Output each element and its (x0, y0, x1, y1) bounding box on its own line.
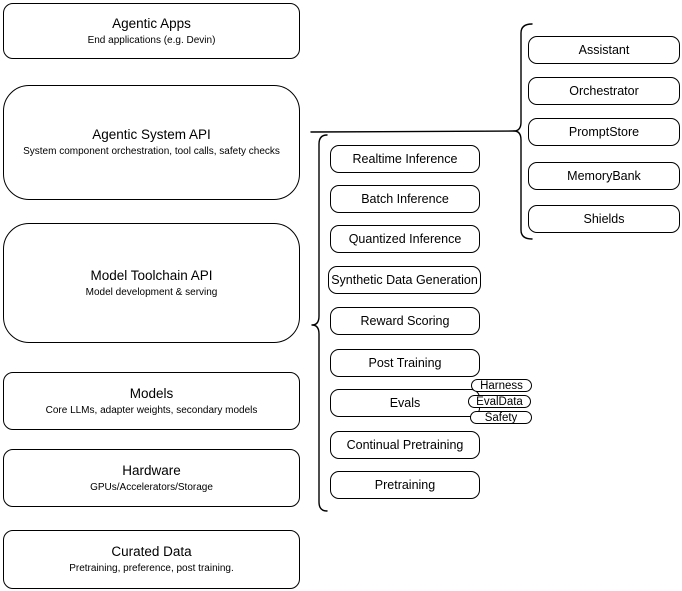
curated-data-subtitle: Pretraining, preference, post training. (69, 563, 234, 574)
node-memorybank-label: MemoryBank (567, 169, 641, 183)
agentic-system-api-title: Agentic System API (92, 127, 211, 142)
node-continual-pretraining-label: Continual Pretraining (346, 438, 464, 452)
node-realtime-inference-label: Realtime Inference (352, 152, 458, 166)
node-batch-inference-label: Batch Inference (361, 192, 449, 206)
node-assistant: Assistant (528, 36, 680, 64)
hardware-title: Hardware (122, 462, 181, 478)
node-pretraining: Pretraining (330, 471, 480, 499)
toolchain-group-brace (311, 134, 328, 512)
tag-evaldata-label: EvalData (476, 395, 523, 408)
node-orchestrator-label: Orchestrator (569, 84, 639, 98)
node-reward-scoring: Reward Scoring (330, 307, 480, 335)
node-quantized-inference-label: Quantized Inference (348, 232, 462, 246)
node-promptstore: PromptStore (528, 118, 680, 146)
node-shields-label: Shields (583, 212, 625, 226)
node-assistant-label: Assistant (578, 43, 630, 57)
model-toolchain-api-subtitle: Model development & serving (85, 286, 218, 298)
tag-safety: Safety (470, 411, 532, 424)
model-toolchain-api-title: Model Toolchain API (90, 267, 213, 283)
agentic-apps-node: Agentic Apps End applications (e.g. Devi… (3, 3, 300, 59)
agentic-apps-subtitle: End applications (e.g. Devin) (87, 34, 216, 46)
node-quantized-inference: Quantized Inference (330, 225, 480, 253)
models-node: Models Core LLMs, adapter weights, secon… (3, 372, 300, 430)
node-synthetic-data-generation-label: Synthetic Data Generation (331, 273, 478, 287)
node-realtime-inference: Realtime Inference (330, 145, 480, 173)
hardware-node: Hardware GPUs/Accelerators/Storage (3, 449, 300, 507)
curated-data-title: Curated Data (111, 544, 192, 559)
node-synthetic-data-generation: Synthetic Data Generation (328, 266, 481, 294)
node-reward-scoring-label: Reward Scoring (360, 314, 450, 328)
curated-data-node: Curated Data Pretraining, preference, po… (3, 530, 300, 589)
node-orchestrator: Orchestrator (528, 77, 680, 105)
node-evals: Evals (330, 389, 480, 417)
agentic-system-api-subtitle: System component orchestration, tool cal… (23, 146, 280, 157)
models-subtitle: Core LLMs, adapter weights, secondary mo… (45, 404, 258, 416)
hardware-subtitle: GPUs/Accelerators/Storage (90, 481, 213, 493)
agentic-system-api-node: Agentic System API System component orch… (3, 85, 300, 200)
node-continual-pretraining: Continual Pretraining (330, 431, 480, 459)
connector-system-api-to-components (310, 130, 515, 133)
agentic-apps-title: Agentic Apps (112, 15, 191, 31)
node-post-training-label: Post Training (368, 356, 442, 370)
node-pretraining-label: Pretraining (374, 478, 436, 492)
node-memorybank: MemoryBank (528, 162, 680, 190)
node-shields: Shields (528, 205, 680, 233)
node-batch-inference: Batch Inference (330, 185, 480, 213)
node-post-training: Post Training (330, 349, 480, 377)
tag-safety-label: Safety (484, 411, 518, 424)
tag-harness: Harness (471, 379, 532, 392)
system-components-group-brace (513, 23, 533, 240)
model-toolchain-api-node: Model Toolchain API Model development & … (3, 223, 300, 343)
node-promptstore-label: PromptStore (568, 125, 640, 139)
models-title: Models (129, 385, 174, 401)
tag-harness-label: Harness (480, 379, 523, 392)
tag-evaldata: EvalData (468, 395, 531, 408)
node-evals-label: Evals (389, 396, 421, 410)
